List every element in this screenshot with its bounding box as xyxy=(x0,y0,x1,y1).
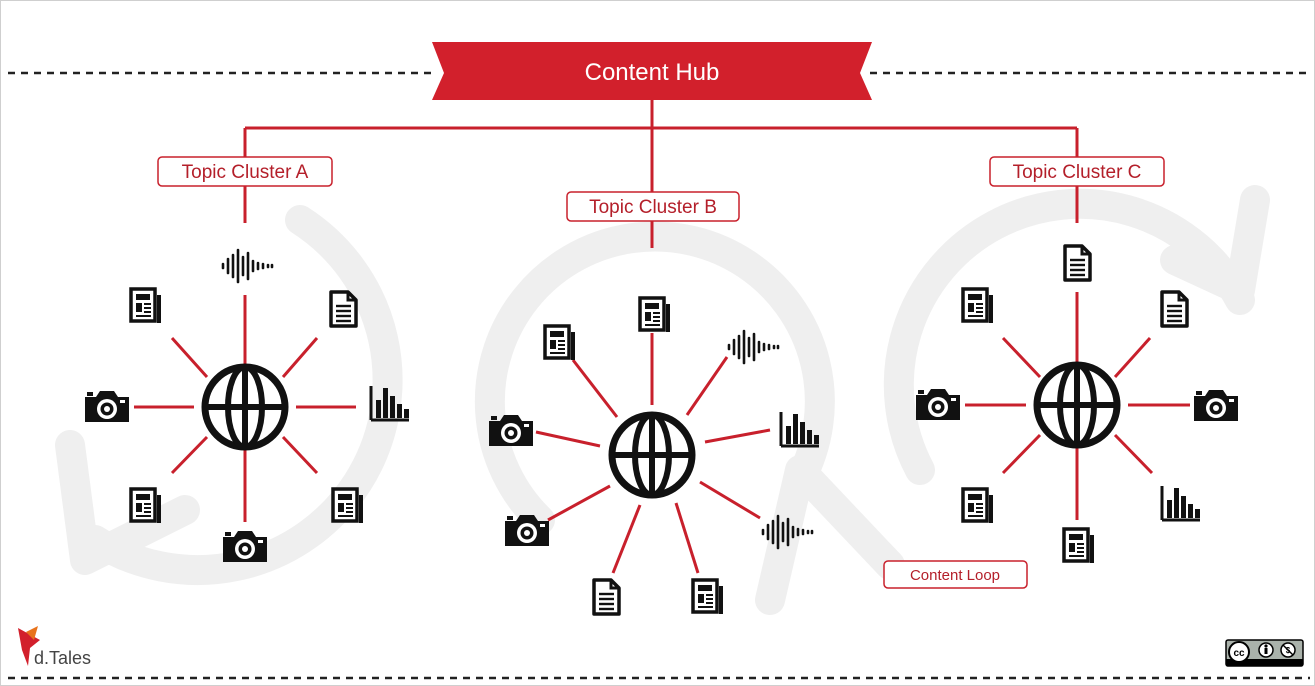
dtales-logo: d.Tales xyxy=(18,626,91,668)
newspaper-icon xyxy=(129,487,163,525)
document-icon xyxy=(1063,244,1092,282)
hub-connectors xyxy=(243,100,1079,248)
bar-chart-icon xyxy=(1160,484,1202,522)
svg-text:cc: cc xyxy=(1233,648,1245,659)
document-icon xyxy=(329,290,358,328)
cluster-c xyxy=(916,244,1238,565)
newspaper-icon xyxy=(638,296,672,334)
content-hub-banner: Content Hub xyxy=(432,42,872,100)
content-loop-label: Content Loop xyxy=(910,567,1000,584)
camera-icon xyxy=(1194,390,1238,421)
globe-icon xyxy=(612,415,692,495)
cluster-label-c: Topic Cluster C xyxy=(989,156,1165,187)
newspaper-icon xyxy=(691,578,725,616)
waveform-icon xyxy=(727,329,780,365)
cluster-b-label: Topic Cluster B xyxy=(589,197,717,218)
content-loop-badge: Content Loop xyxy=(883,560,1028,589)
cc-license-badge: cc $ xyxy=(1225,639,1304,667)
document-icon xyxy=(1160,290,1189,328)
newspaper-icon xyxy=(331,487,365,525)
hub-title: Content Hub xyxy=(585,59,720,86)
cluster-c-label: Topic Cluster C xyxy=(1013,162,1142,183)
cluster-label-b: Topic Cluster B xyxy=(566,191,740,222)
newspaper-icon xyxy=(129,287,163,325)
newspaper-icon xyxy=(961,487,995,525)
cluster-label-a: Topic Cluster A xyxy=(157,156,333,187)
camera-icon xyxy=(916,389,960,420)
newspaper-icon xyxy=(961,287,995,325)
globe-icon xyxy=(1037,365,1117,445)
cluster-a xyxy=(85,248,411,562)
globe-icon xyxy=(205,367,285,447)
camera-icon xyxy=(489,415,533,446)
document-icon xyxy=(592,578,621,616)
newspaper-icon xyxy=(1062,527,1096,565)
brand-name: d.Tales xyxy=(34,648,91,668)
camera-icon xyxy=(223,531,267,562)
newspaper-icon xyxy=(543,324,577,362)
camera-icon xyxy=(85,391,129,422)
loop-arrows-background xyxy=(55,185,1270,615)
cluster-a-label: Topic Cluster A xyxy=(182,162,309,183)
cluster-b xyxy=(489,296,821,616)
waveform-icon xyxy=(221,248,274,284)
